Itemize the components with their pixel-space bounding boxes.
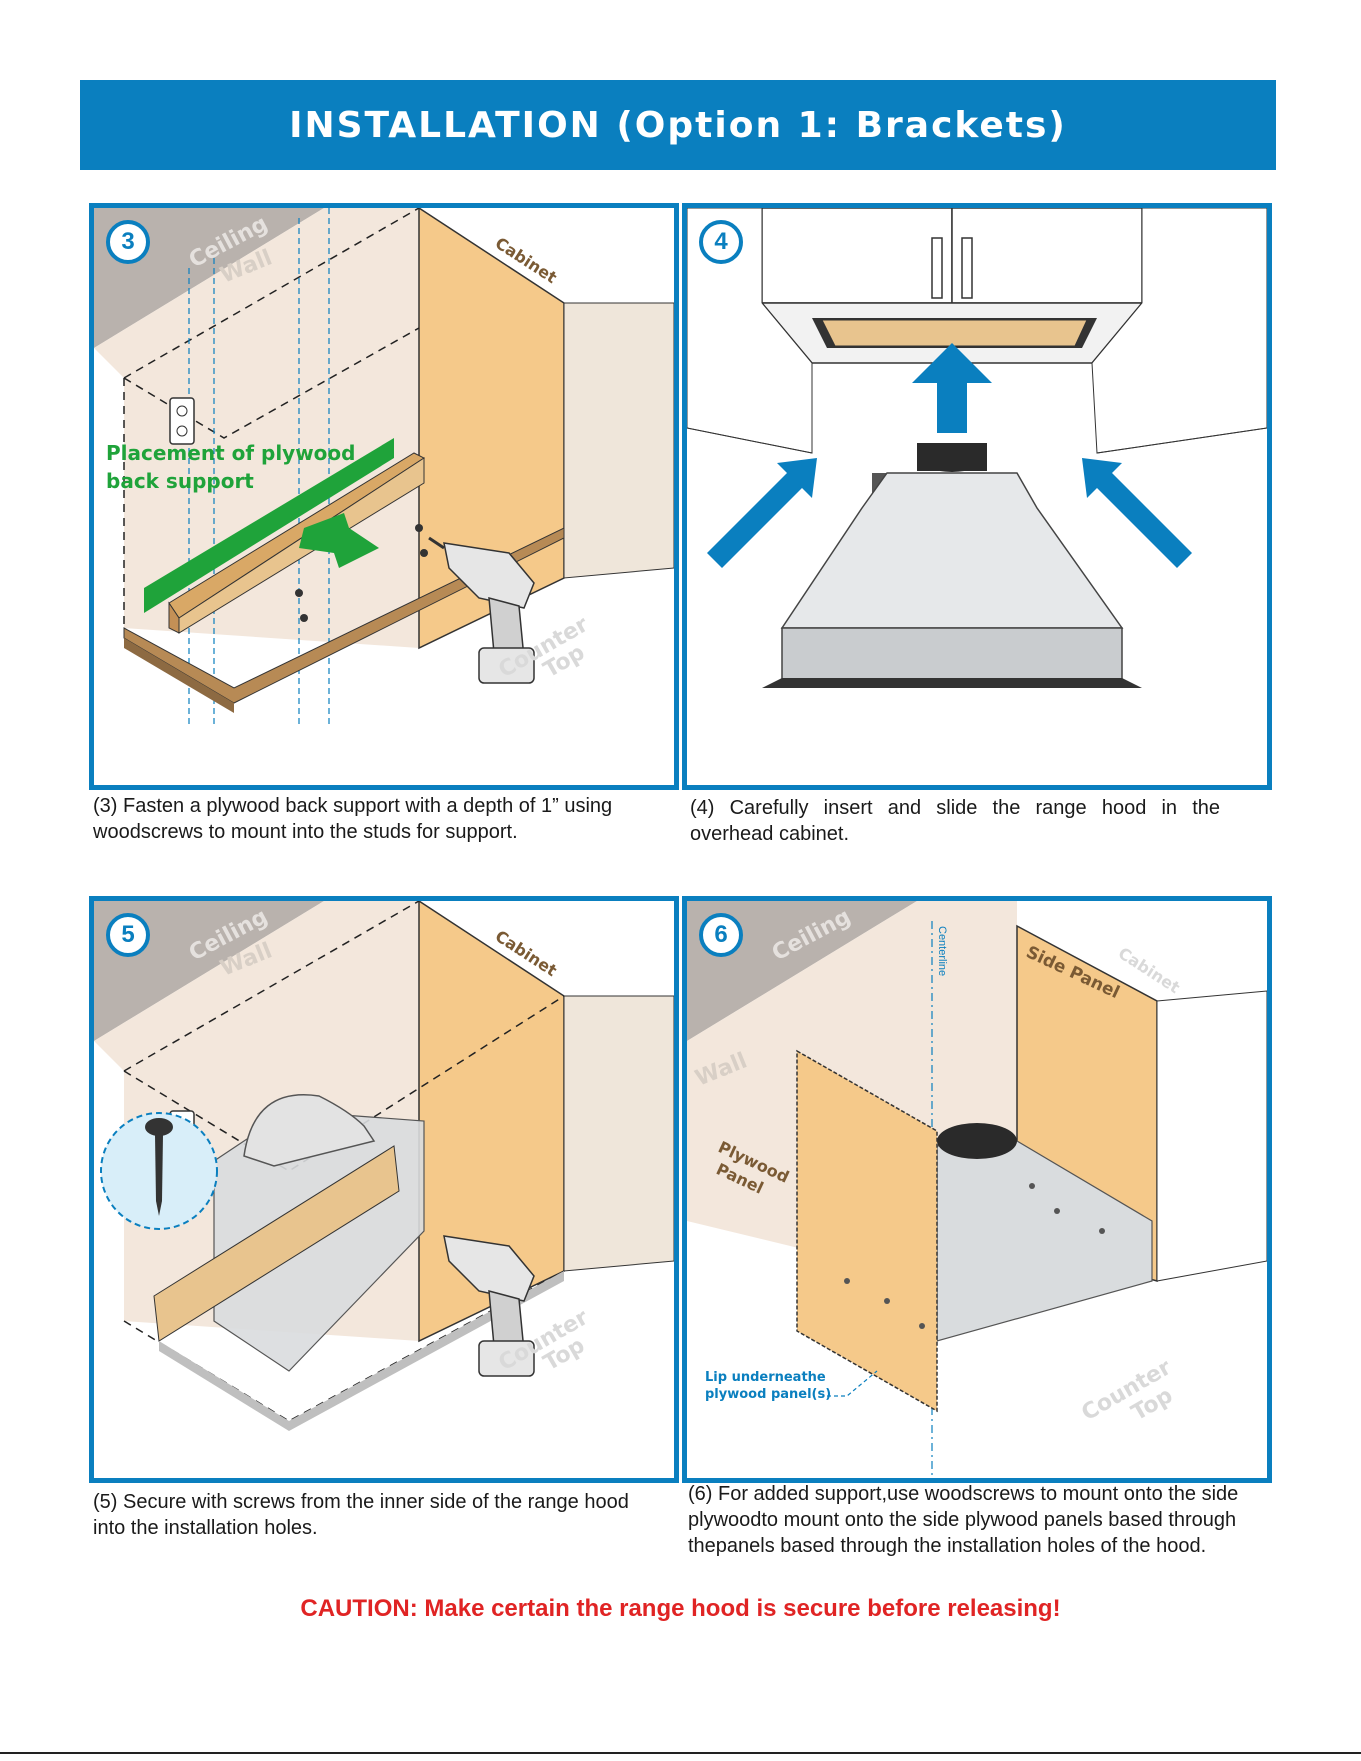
plywood-panel — [796, 1049, 938, 1413]
header-banner: INSTALLATION (Option 1: Brackets) — [80, 80, 1276, 170]
step-3-badge: 3 — [106, 220, 150, 264]
svg-text:plywood panel(s): plywood panel(s) — [705, 1387, 831, 1402]
step-3-caption: (3) Fasten a plywood back support with a… — [93, 795, 613, 843]
svg-text:Lip underneathe: Lip underneathe — [705, 1370, 826, 1385]
cabinet-door-left — [761, 208, 953, 304]
caution-message: CAUTION: Make certain the range hood is … — [300, 1595, 1061, 1622]
up-arrow-icon — [912, 343, 992, 433]
footer-divider — [0, 1752, 1361, 1754]
green-arrow-icon — [299, 513, 379, 568]
step-5-caption: (5) Secure with screws from the inner si… — [93, 1491, 629, 1539]
page-title: INSTALLATION (Option 1: Brackets) — [289, 104, 1067, 146]
plywood-board — [153, 1145, 400, 1342]
step-6-badge: 6 — [699, 913, 743, 957]
screw-icon — [145, 1118, 173, 1136]
plywood-placement-marker — [144, 438, 394, 613]
step-3-panel: 3 — [89, 203, 679, 790]
plywood-support — [821, 319, 1088, 347]
right-arrow-icon — [1082, 458, 1192, 568]
drill-icon — [443, 1235, 535, 1377]
step-4-caption: (4) Carefully insert and slide the range… — [690, 797, 1220, 845]
drill-icon — [428, 536, 535, 684]
cabinet-door-right — [951, 208, 1143, 304]
step-6-panel: 6 Ceiling Wall Cabinet Side Panel Plywoo… — [682, 896, 1272, 1483]
step-4-panel: 4 — [682, 203, 1272, 790]
outlet-icon — [169, 397, 195, 445]
step-5-panel: 5 Ceiling Wall Cabinet Counter Top — [89, 896, 679, 1483]
step-6-caption: (6) For added support,use woodscrews to … — [688, 1483, 1239, 1557]
svg-text:back support: back support — [106, 469, 254, 493]
left-arrow-icon — [707, 458, 817, 568]
range-hood-body — [780, 472, 1124, 629]
step-4-illustration — [687, 208, 1267, 688]
step-6-illustration: Ceiling Wall Cabinet Side Panel Plywood … — [687, 901, 1267, 1478]
step-4-badge: 4 — [699, 220, 743, 264]
step-5-badge: 5 — [106, 913, 150, 957]
svg-text:Placement of plywood: Placement of plywood — [106, 441, 355, 465]
svg-text:Centerline: Centerline — [936, 926, 948, 976]
step-3-illustration: Ceiling Wall Cabinet Counter Top Placeme… — [94, 208, 674, 728]
step-5-illustration: Ceiling Wall Cabinet Counter Top — [94, 901, 674, 1431]
